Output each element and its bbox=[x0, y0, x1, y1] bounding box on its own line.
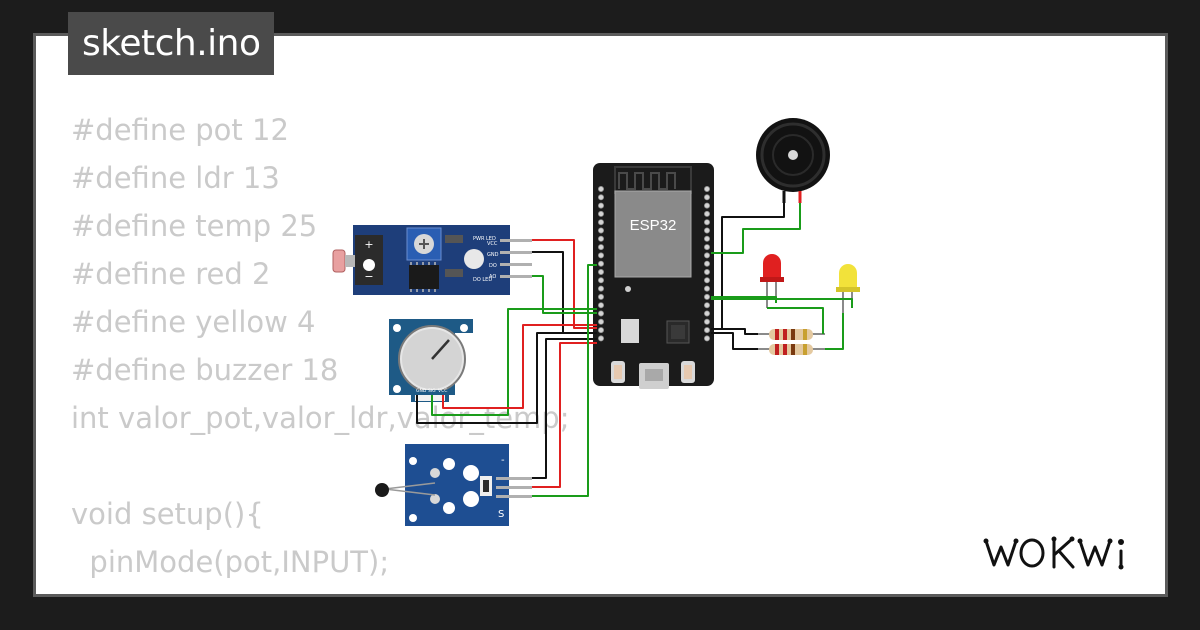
esp32-header-pin[interactable] bbox=[598, 252, 605, 259]
wire-green bbox=[711, 298, 853, 308]
pot-pin-label: SIG bbox=[428, 388, 436, 394]
circuit-diagram: ESP32 + − bbox=[332, 118, 860, 526]
pot-pin-label: VCC bbox=[438, 388, 447, 394]
wire-green bbox=[711, 296, 777, 303]
wires bbox=[416, 203, 853, 497]
wire-black bbox=[711, 332, 758, 350]
code-line: pinMode(ldr,INPUT); bbox=[71, 586, 569, 594]
esp32-header-pin[interactable] bbox=[598, 260, 605, 267]
ldr-pin-label: AO bbox=[489, 274, 496, 280]
esp32-header-pin[interactable] bbox=[598, 227, 605, 234]
esp32-board[interactable]: ESP32 bbox=[593, 163, 714, 389]
esp32-header-pin[interactable] bbox=[704, 293, 711, 300]
code-line: #define ldr 13 bbox=[71, 161, 280, 195]
esp32-header-pin[interactable] bbox=[704, 227, 711, 234]
esp32-header-pin[interactable] bbox=[704, 327, 711, 334]
temp-minus-label: - bbox=[501, 455, 505, 466]
potentiometer-module[interactable]: GND SIG VCC bbox=[389, 319, 473, 402]
esp32-header-pin[interactable] bbox=[598, 202, 605, 209]
esp32-header-pin[interactable] bbox=[704, 219, 711, 226]
esp32-header-pin[interactable] bbox=[704, 194, 711, 201]
ldr-led-label: PWR LED bbox=[473, 236, 496, 242]
esp32-header-pin[interactable] bbox=[598, 285, 605, 292]
code-line: #define pot 12 bbox=[71, 113, 289, 147]
esp32-header-pin[interactable] bbox=[704, 244, 711, 251]
esp32-header-pin[interactable] bbox=[598, 327, 605, 334]
preview-card: #define pot 12 #define ldr 13 #define temp… bbox=[33, 33, 1168, 597]
esp32-header-pin[interactable] bbox=[704, 302, 711, 309]
ldr-module[interactable]: + − PWR LED DO LED VCC GND DO AO bbox=[332, 225, 532, 295]
code-line: pinMode(pot,INPUT); bbox=[71, 545, 390, 579]
esp32-header-pin[interactable] bbox=[598, 268, 605, 275]
esp32-header-pin[interactable] bbox=[598, 185, 605, 192]
wire-green bbox=[532, 275, 597, 314]
svg-text:+: + bbox=[364, 238, 373, 251]
wire-red bbox=[532, 239, 597, 329]
svg-text:−: − bbox=[364, 270, 373, 283]
esp32-header-pin[interactable] bbox=[704, 285, 711, 292]
code-line: void setup(){ bbox=[71, 497, 264, 531]
code-line: #define temp 25 bbox=[71, 209, 318, 243]
esp32-header-pin[interactable] bbox=[704, 277, 711, 284]
esp32-header-pin[interactable] bbox=[704, 310, 711, 317]
esp32-header-pin[interactable] bbox=[598, 335, 605, 342]
wire-green bbox=[767, 307, 824, 334]
esp32-header-pin[interactable] bbox=[704, 335, 711, 342]
wire-red bbox=[532, 342, 597, 488]
esp32-header-pin[interactable] bbox=[704, 318, 711, 325]
esp32-label: ESP32 bbox=[630, 217, 677, 234]
wire-black bbox=[416, 332, 597, 424]
ldr-pin-label: GND bbox=[487, 252, 499, 258]
temperature-module[interactable]: - S bbox=[375, 444, 532, 526]
esp32-header-pin[interactable] bbox=[598, 277, 605, 284]
code-line: #define red 2 bbox=[71, 257, 271, 291]
wire-black bbox=[532, 338, 597, 479]
wire-green bbox=[431, 308, 597, 416]
wire-green bbox=[825, 313, 844, 350]
file-name-tab[interactable]: sketch.ino bbox=[68, 12, 275, 75]
esp32-header-pin[interactable] bbox=[704, 210, 711, 217]
resistor[interactable] bbox=[758, 344, 825, 355]
esp32-header-pin[interactable] bbox=[598, 293, 605, 300]
resistor[interactable] bbox=[758, 329, 825, 340]
esp32-header-pin[interactable] bbox=[598, 210, 605, 217]
code-listing: #define pot 12 #define ldr 13 #define temp… bbox=[71, 106, 570, 594]
code-line: #define yellow 4 bbox=[71, 305, 316, 339]
temp-signal-label: S bbox=[498, 509, 504, 520]
buzzer[interactable] bbox=[756, 118, 830, 203]
wire-black bbox=[711, 328, 758, 335]
esp32-header-pin[interactable] bbox=[704, 252, 711, 259]
esp32-header-pin[interactable] bbox=[704, 235, 711, 242]
wire-green bbox=[711, 203, 801, 254]
code-line: int valor_pot,valor_ldr,valor_temp; bbox=[71, 401, 570, 435]
ldr-pin-label: VCC bbox=[487, 241, 498, 247]
esp32-header-pin[interactable] bbox=[704, 260, 711, 267]
esp32-header-pin[interactable] bbox=[598, 302, 605, 309]
esp32-header-pin[interactable] bbox=[704, 202, 711, 209]
ldr-pin-label: DO bbox=[489, 263, 497, 269]
esp32-header-pin[interactable] bbox=[598, 219, 605, 226]
wire-green bbox=[532, 264, 597, 497]
esp32-header-pin[interactable] bbox=[704, 185, 711, 192]
esp32-header-pin[interactable] bbox=[704, 268, 711, 275]
ldr-led-label: DO LED bbox=[473, 277, 492, 283]
esp32-header-pin[interactable] bbox=[598, 310, 605, 317]
wokwi-logo bbox=[983, 536, 1124, 570]
wire-red bbox=[442, 324, 597, 409]
esp32-header-pin[interactable] bbox=[598, 235, 605, 242]
esp32-header-pin[interactable] bbox=[598, 194, 605, 201]
esp32-header-pin[interactable] bbox=[598, 318, 605, 325]
yellow-led[interactable] bbox=[836, 264, 860, 313]
pot-pin-label: GND bbox=[416, 388, 427, 394]
code-line: #define buzzer 18 bbox=[71, 353, 339, 387]
esp32-header-pin[interactable] bbox=[598, 244, 605, 251]
